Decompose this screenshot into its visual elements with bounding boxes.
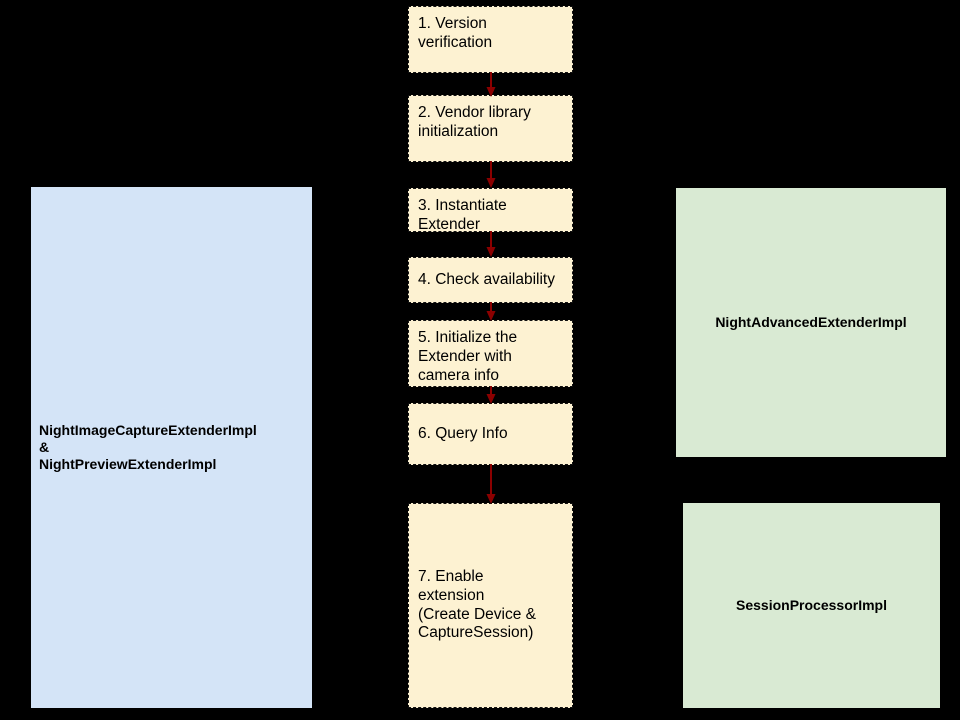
flow-step-5-initialize-extender-with-camera-info[interactable]: 5. Initialize the Extender with camera i… [408, 320, 573, 387]
arrow-step6-to-step7 [486, 464, 496, 504]
flow-step-4-check-availability[interactable]: 4. Check availability [408, 257, 573, 303]
group-advanced-extender: NightAdvancedExtenderImpl [676, 188, 946, 457]
flow-step-6-query-info[interactable]: 6. Query Info [408, 403, 573, 465]
group-session-processor: SessionProcessorImpl [683, 503, 940, 708]
flow-step-7-enable-extension[interactable]: 7. Enable extension (Create Device & Cap… [408, 503, 573, 708]
arrow-step5-to-step6 [486, 386, 496, 404]
flow-step-1-version-verification[interactable]: 1. Version verification [408, 6, 573, 73]
arrow-step2-to-step3 [486, 161, 496, 188]
arrow-step4-to-step5 [486, 302, 496, 321]
flow-step-3-instantiate-extender[interactable]: 3. Instantiate Extender [408, 188, 573, 233]
arrow-step1-to-step2 [486, 72, 496, 97]
flow-step-2-vendor-library-initialization[interactable]: 2. Vendor library initialization [408, 95, 573, 162]
group-basic-extender: NightImageCaptureExtenderImpl & NightPre… [31, 187, 312, 708]
arrow-step3-to-step4 [486, 231, 496, 257]
